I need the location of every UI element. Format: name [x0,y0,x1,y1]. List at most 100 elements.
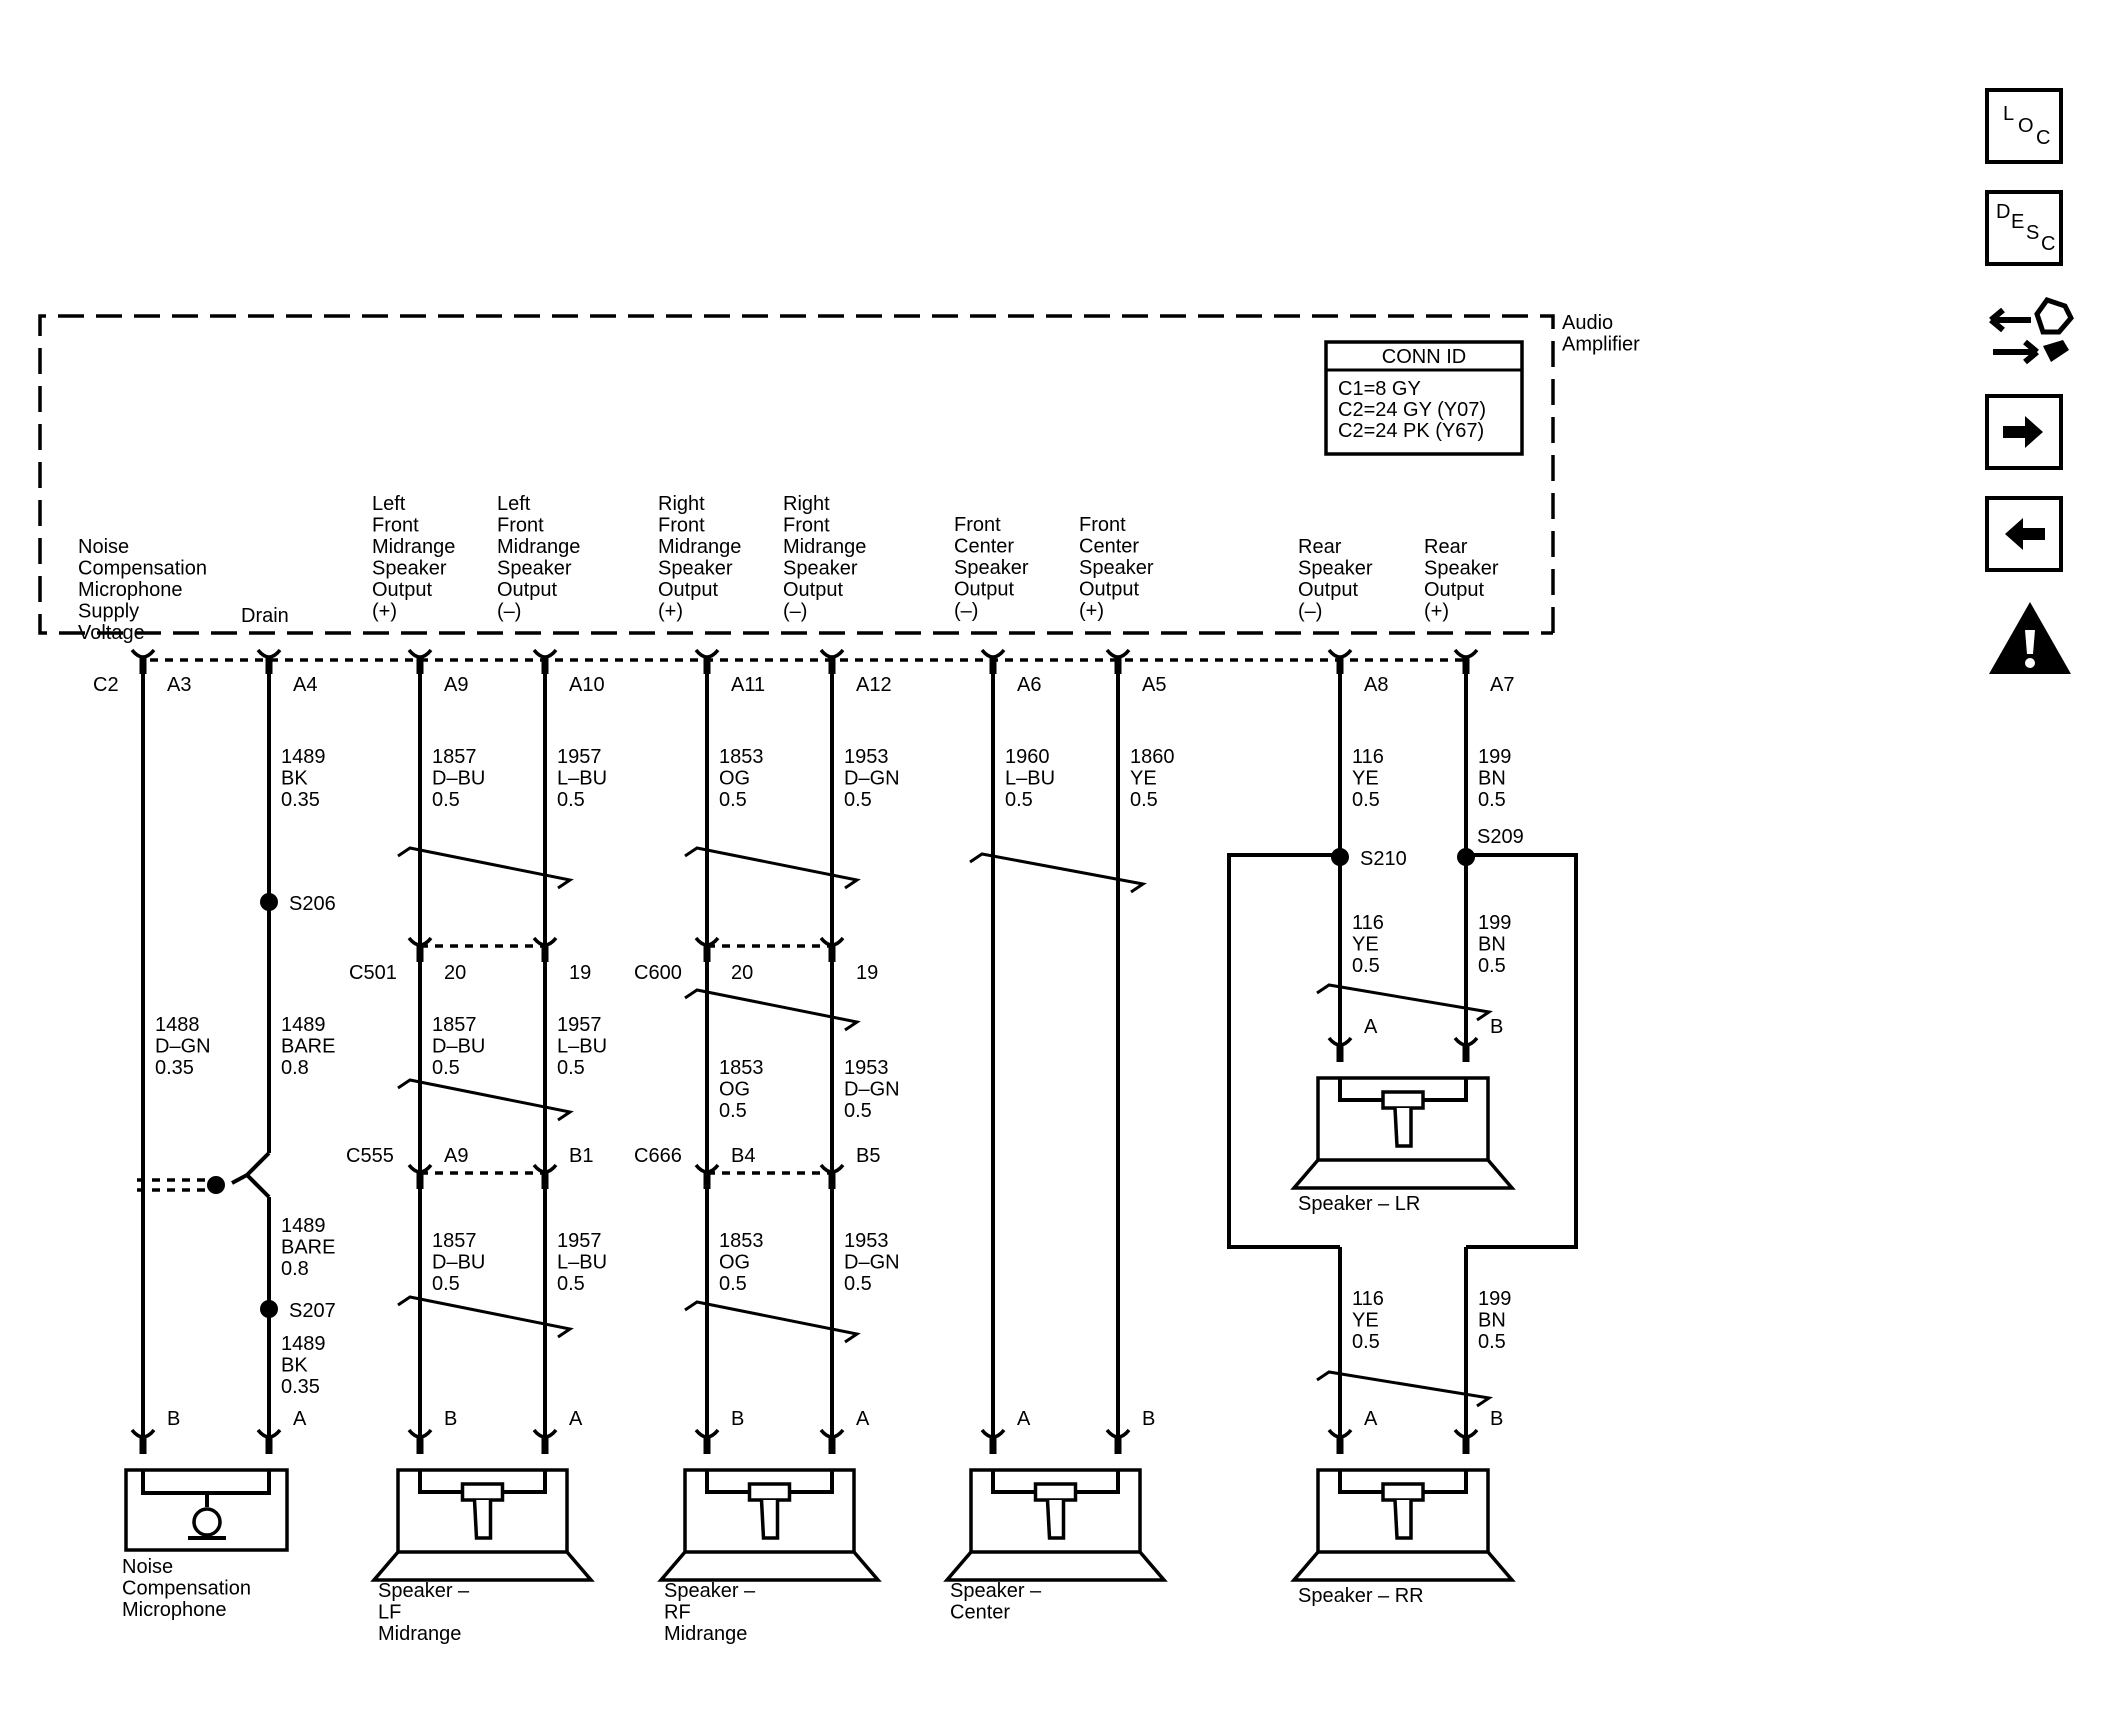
speaker-rf-midrange[interactable] [657,1468,882,1582]
device-pin: B [731,1408,744,1430]
amp-pin-a9: A9 [444,674,468,696]
terminal-pin [828,1173,836,1189]
terminal-pin [1462,658,1470,674]
terminal-cup [980,1428,1006,1439]
terminal-cup [532,936,558,947]
loc-letter: O [2018,115,2034,137]
terminal-pin [416,1438,424,1454]
desc-letter: D [1996,201,2011,223]
terminal-pin [703,1173,711,1189]
terminal-cup [1327,1036,1353,1047]
connector-diagram-icon [1989,297,2074,365]
terminal-pin [265,1438,273,1454]
desc-letter: E [2011,211,2025,233]
device-pin: A [1017,1408,1031,1430]
terminal-pin [828,946,836,962]
terminal-cup [407,936,433,947]
device-pin: A [856,1408,870,1430]
terminal-pin [265,658,273,674]
device-pin: A [569,1408,583,1430]
terminal-pin [1336,1438,1344,1454]
speaker-lf-midrange[interactable] [370,1468,595,1582]
connector-pin: 20 [444,962,466,984]
speakers [370,1076,1516,1582]
terminal-cup [532,1163,558,1174]
device-name-center: Speaker –Center [950,1580,1042,1624]
previous-button[interactable] [1985,496,2063,572]
terminal-cup [1453,1036,1479,1047]
terminal-cup [407,648,433,659]
connector-pin: 19 [569,962,591,984]
connector-pin: A9 [444,1145,468,1167]
terminal-pin [139,1438,147,1454]
terminal-cup [980,648,1006,659]
splice-s209: S209 [1477,826,1524,848]
desc-button[interactable]: D E S C [1985,190,2063,266]
splice-s210: S210 [1360,848,1407,870]
amp-pin-a5: A5 [1142,674,1166,696]
device-pin: A [293,1408,307,1430]
terminal-cup [819,936,845,947]
speaker-center[interactable] [943,1468,1168,1582]
conn-id-box [1324,340,1524,456]
next-button[interactable] [1985,394,2063,470]
terminal-cup [130,1428,156,1439]
device-pin: B [1490,1016,1503,1038]
warning-button[interactable] [1985,598,2071,674]
conn-id-title: CONN ID [1382,346,1466,368]
device-pin: A [1364,1016,1378,1038]
audio-amplifier[interactable] [38,314,1555,635]
splice-s207: S207 [289,1300,336,1322]
speaker-lr[interactable] [1290,1076,1516,1190]
noise-compensation-microphone[interactable] [124,1468,289,1552]
device-pin: B [1490,1408,1503,1430]
next-arrow-icon [2003,416,2043,448]
terminal-cup [819,1163,845,1174]
terminal-cup [1453,648,1479,659]
terminal-pin [1114,1438,1122,1454]
terminal-cup [694,648,720,659]
terminal-pin [828,658,836,674]
connector-pin: B1 [569,1145,593,1167]
connector-pin: 19 [856,962,878,984]
connector-c666: C666 [634,1145,682,1167]
connector-terminals [130,648,1479,1454]
amp-connector-label: C2 [93,674,119,696]
terminal-pin [1462,1438,1470,1454]
terminal-pin [989,658,997,674]
terminal-cup [694,936,720,947]
terminal-pin [139,658,147,674]
terminal-cup [256,1428,282,1439]
terminal-pin [1336,658,1344,674]
amp-pin-a4: A4 [293,674,317,696]
device-name-lr: Speaker – LR [1298,1193,1420,1215]
wire-runs [141,658,1468,1443]
connector-diagram-button[interactable] [1985,292,2074,368]
terminal-cup [819,1428,845,1439]
amp-pin-a3: A3 [167,674,191,696]
loc-button[interactable]: L O C [1985,88,2063,164]
speaker-rr[interactable] [1290,1468,1516,1582]
terminal-cup [694,1428,720,1439]
device-name-rr: Speaker – RR [1298,1585,1424,1607]
amp-pin-a10: A10 [569,674,605,696]
connector-c501: C501 [349,962,397,984]
